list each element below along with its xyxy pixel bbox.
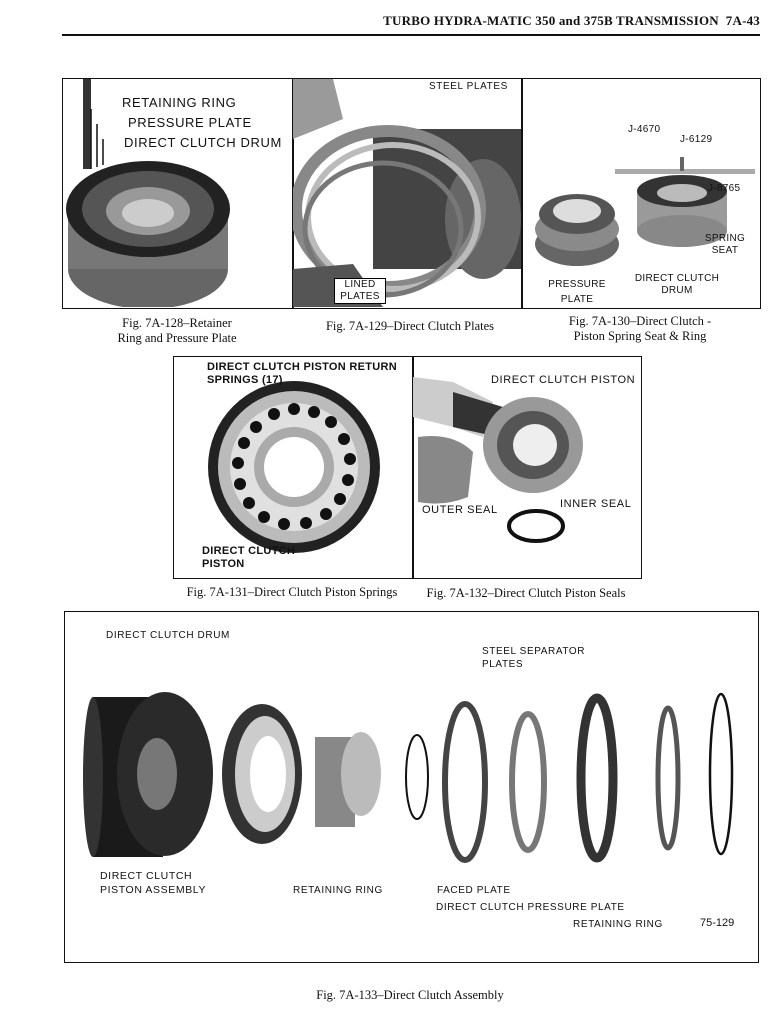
label-retaining-ring: RETAINING RING: [122, 95, 237, 110]
label-line: STEEL SEPARATOR: [482, 646, 586, 657]
label-direct-clutch-drum: DIRECT CLUTCH DRUM: [124, 135, 282, 150]
label-line: LINED: [344, 279, 376, 290]
fig129-caption: Fig. 7A-129–Direct Clutch Plates: [325, 319, 495, 333]
fig130-caption: Fig. 7A-130–Direct Clutch -Piston Spring…: [530, 314, 750, 344]
label-line: PLATES: [340, 291, 380, 302]
label-steel-plates: STEEL PLATES: [429, 81, 508, 92]
label-retaining-ring: RETAINING RING: [293, 885, 383, 896]
fig133-caption: Fig. 7A-133–Direct Clutch Assembly: [316, 988, 504, 1002]
fig129-photo: [293, 79, 521, 307]
fig128-photo: [66, 79, 230, 307]
label-line: DIRECT CLUTCH: [634, 273, 720, 284]
label-line: PISTON ASSEMBLY: [100, 884, 207, 896]
caption-line: Fig. 7A-130–Direct Clutch -: [568, 314, 712, 328]
label-line: DIRECT CLUTCH PISTON RETURN: [207, 361, 398, 373]
label-j8765: J-8765: [708, 183, 741, 194]
fig131-photo: [208, 381, 380, 553]
label-pressure-plate: PRESSURE PLATE: [545, 277, 609, 307]
page-number: 7A-43: [725, 13, 760, 28]
fig133-photo: [83, 692, 734, 863]
label-j4670: J-4670: [628, 124, 661, 135]
fig130-photo: [535, 157, 755, 266]
fig132-photo: [413, 377, 583, 543]
label-line: PISTON: [202, 558, 245, 570]
label-retaining-ring: RETAINING RING: [573, 919, 663, 930]
label-direct-clutch-drum: DIRECT CLUTCH DRUM: [106, 630, 230, 641]
fig131-caption: Fig. 7A-131–Direct Clutch Piston Springs: [186, 585, 398, 599]
divider: [412, 356, 414, 579]
label-line: DIRECT CLUTCH: [100, 870, 193, 882]
label-line: SPRING: [704, 233, 746, 244]
label-line: PRESSURE: [548, 279, 606, 290]
label-faced-plate: FACED PLATE: [437, 885, 511, 896]
label-steel-separator: STEEL SEPARATOR PLATES: [482, 645, 585, 671]
header-title: TURBO HYDRA-MATIC 350 and 375B TRANSMISS…: [383, 13, 719, 28]
label-inner-seal: INNER SEAL: [560, 498, 632, 510]
divider: [521, 78, 523, 309]
caption-line: Piston Spring Seat & Ring: [573, 329, 707, 343]
figure-reference-number: 75-129: [700, 917, 735, 929]
caption-line: Ring and Pressure Plate: [117, 331, 237, 345]
label-piston-assembly: DIRECT CLUTCH PISTON ASSEMBLY: [100, 869, 206, 897]
label-direct-clutch-piston: DIRECT CLUTCH PISTON: [491, 374, 636, 386]
label-pressure-plate: PRESSURE PLATE: [128, 115, 252, 130]
label-line: DIRECT CLUTCH: [202, 545, 296, 557]
label-line: PLATES: [482, 659, 524, 670]
label-outer-seal: OUTER SEAL: [422, 504, 498, 516]
fig132-caption: Fig. 7A-132–Direct Clutch Piston Seals: [426, 586, 626, 600]
header-rule: [62, 34, 760, 36]
label-line: DRUM: [661, 285, 693, 296]
label-line: SEAT: [711, 245, 739, 256]
label-pressure-plate: DIRECT CLUTCH PRESSURE PLATE: [436, 902, 625, 913]
label-j6129: J-6129: [680, 134, 713, 145]
label-line: SPRINGS (17): [207, 374, 283, 386]
page-header: TURBO HYDRA-MATIC 350 and 375B TRANSMISS…: [383, 13, 760, 29]
caption-line: Fig. 7A-128–Retainer: [122, 316, 232, 330]
label-line: PLATE: [560, 294, 594, 305]
